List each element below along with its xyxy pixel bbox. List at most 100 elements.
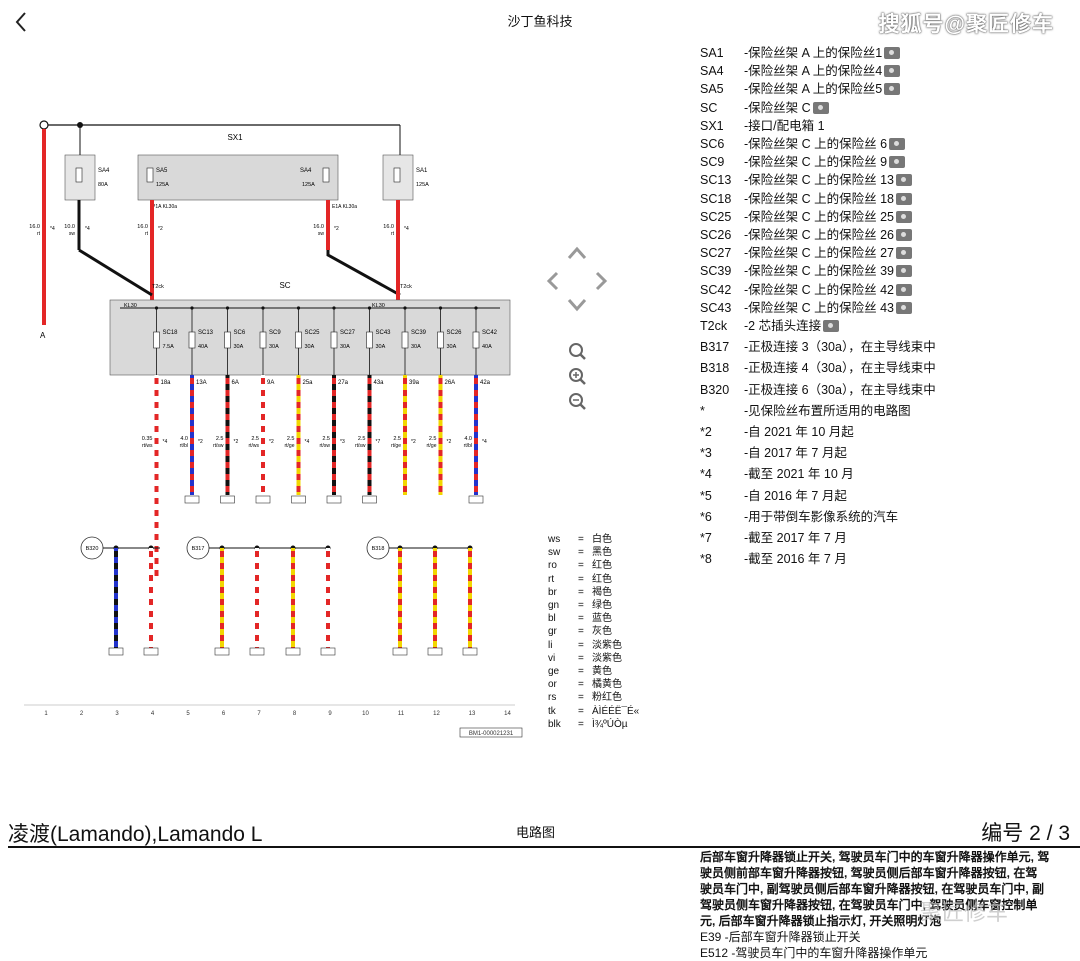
legend-code: SC25 xyxy=(700,209,732,224)
legend-item: *6-用于带倒车影像系统的汽车 xyxy=(700,506,898,525)
wire-gauge: 2.5 xyxy=(429,436,437,442)
fuse-output-label: 42a xyxy=(480,380,491,386)
legend-item: SC13-保险丝架 C 上的保险丝 13 xyxy=(700,169,913,188)
camera-icon[interactable] xyxy=(812,101,829,114)
wire-gauge: 2.5 xyxy=(251,436,259,442)
color-code: vi xyxy=(548,652,556,664)
camera-icon[interactable] xyxy=(889,138,906,150)
page-number: 编号 2 / 3 xyxy=(981,822,1070,845)
fuse xyxy=(224,331,231,349)
legend-code: *6 xyxy=(700,509,712,524)
kl30-label: KL30 xyxy=(124,303,137,309)
pan-up-icon[interactable] xyxy=(567,246,587,259)
column-number: 12 xyxy=(433,711,440,717)
wire-gauge: 0.35 xyxy=(142,436,153,442)
legend-desc: -正极连接 6（30a），在主导线束中 xyxy=(744,382,936,397)
equals-sign: = xyxy=(578,547,584,559)
terminal-box xyxy=(220,495,235,504)
pan-right-icon[interactable] xyxy=(595,271,608,291)
fuse-label: SA5 xyxy=(156,168,168,174)
camera-icon[interactable] xyxy=(896,301,913,314)
fuse xyxy=(472,331,480,349)
camera-icon[interactable] xyxy=(889,156,906,169)
legend-item: SC26-保险丝架 C 上的保险丝 26 xyxy=(700,224,913,243)
legend-item: T2ck-2 芯插头连接 xyxy=(700,315,840,334)
terminal-box xyxy=(108,647,124,656)
fuse xyxy=(437,331,444,349)
color-legend-item: ws=白色 xyxy=(548,533,639,546)
pan-down-icon[interactable] xyxy=(567,299,587,312)
camera-icon[interactable] xyxy=(896,283,913,296)
legend-desc: -保险丝架 A 上的保险丝4 xyxy=(744,64,883,79)
column-number: 4 xyxy=(151,711,155,717)
equals-sign: = xyxy=(578,639,584,651)
equals-sign: = xyxy=(578,652,584,664)
camera-icon[interactable] xyxy=(884,83,901,96)
wire-note: *2 xyxy=(234,439,239,445)
color-legend-item: gr=灰色 xyxy=(548,625,639,638)
wire-color-code: rt/sw xyxy=(319,443,330,449)
legend-item: *7 -截至 2017 年 7 月 xyxy=(700,527,847,546)
legend-desc: -接口/配电箱 1 xyxy=(744,118,825,133)
legend-desc: -截至 2017 年 7 月 xyxy=(744,531,847,545)
legend-code: SA4 xyxy=(700,64,724,79)
fuse-output-label: 26A xyxy=(445,380,456,386)
camera-icon[interactable] xyxy=(896,192,913,205)
pan-left-icon[interactable] xyxy=(546,271,559,291)
wire-color-code: rt/bl xyxy=(180,443,188,449)
wire-color-code: sw xyxy=(69,231,76,237)
camera-icon[interactable] xyxy=(884,47,901,59)
legend-code: B320 xyxy=(700,382,730,397)
vehicle-title: 凌渡(Lamando),Lamando L xyxy=(8,823,263,846)
camera-icon[interactable] xyxy=(896,265,913,278)
camera-icon[interactable] xyxy=(896,247,913,260)
zoom-in-icon[interactable] xyxy=(569,368,586,385)
description-line: 元, 后部车窗升降器锁止指示灯, 开关照明灯泡 xyxy=(700,914,942,928)
camera-icon[interactable] xyxy=(823,320,840,332)
fuse-label: SC43 xyxy=(376,330,392,336)
legend-desc: -保险丝架 C 上的保险丝 26 xyxy=(744,228,895,242)
fuse xyxy=(153,331,160,349)
wire-note: *3 xyxy=(340,439,345,445)
legend-code: SC xyxy=(700,100,718,115)
wire-black xyxy=(78,248,153,297)
fuse-sa1 xyxy=(393,167,401,183)
document-type: 电路图 xyxy=(516,825,556,840)
color-name: Ì¾ºÚÒµ xyxy=(592,718,628,730)
description-line: 驶员车门中, 副驾驶员侧后部车窗升降器按钮, 在驾驶员车门中, 副 xyxy=(700,882,1045,896)
camera-icon[interactable] xyxy=(896,210,913,223)
fuse-label: SA4 xyxy=(300,168,312,174)
legend-desc: -截至 2021 年 10 月 xyxy=(744,467,854,482)
legend-item: SC6-保险丝架 C 上的保险丝 6 xyxy=(700,133,906,152)
color-name: 褐色 xyxy=(592,586,612,598)
camera-icon[interactable] xyxy=(896,174,913,187)
color-name: 蓝色 xyxy=(592,613,612,625)
fuse-rating: 7.5A xyxy=(163,344,175,350)
junction-dot xyxy=(296,306,301,310)
legend-code: SC42 xyxy=(700,282,732,297)
pin-label: P1A KL30a xyxy=(152,204,177,210)
connector-label: T2ck xyxy=(400,284,412,290)
back-arrow-icon[interactable] xyxy=(10,8,34,36)
legend-desc: -保险丝架 C 上的保险丝 13 xyxy=(744,173,895,188)
zoom-out-icon[interactable] xyxy=(569,393,586,410)
color-legend-item: ge=黄色 xyxy=(548,665,639,678)
equals-sign: = xyxy=(578,613,584,625)
color-name: 红色 xyxy=(592,560,612,572)
camera-icon[interactable] xyxy=(896,229,913,241)
terminal-box xyxy=(468,495,484,504)
color-legend-item: or=橘黄色 xyxy=(548,678,639,691)
legend-code: SC27 xyxy=(700,246,732,261)
legend-code: *7 xyxy=(700,531,712,545)
color-code: bl xyxy=(548,613,556,625)
camera-icon[interactable] xyxy=(884,65,901,78)
legend-item: SC25-保险丝架 C 上的保险丝 25 xyxy=(700,206,913,225)
zoom-reset-icon[interactable] xyxy=(569,343,586,360)
legend-code: SC18 xyxy=(700,191,732,206)
wire-color-code: rt/bl xyxy=(464,443,472,449)
legend-item: *3-自 2017 年 7 月起 xyxy=(700,442,847,461)
wire-gauge: 2.5 xyxy=(393,436,401,442)
equals-sign: = xyxy=(578,560,584,572)
wire-note: *2 xyxy=(411,439,416,445)
column-number: 8 xyxy=(293,711,297,717)
